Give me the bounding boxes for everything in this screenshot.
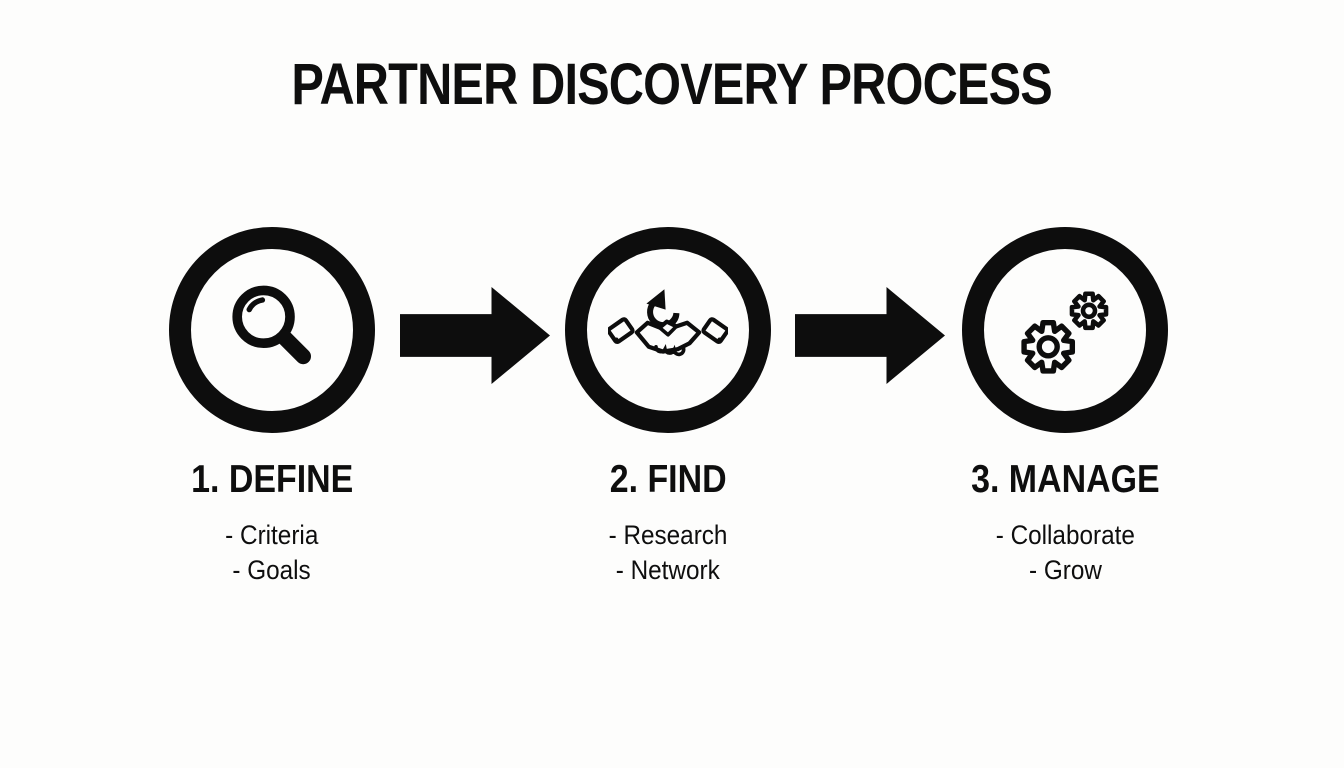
- gears-icon: [1021, 291, 1109, 374]
- bullet-item: - Grow: [1028, 554, 1102, 585]
- bullet-item: - Collaborate: [995, 519, 1135, 550]
- step-find-label: 2. FIND: [609, 458, 727, 501]
- page-title: PARTNER DISCOVERY PROCESS: [0, 56, 1344, 114]
- page-title-text: PARTNER DISCOVERY PROCESS: [291, 52, 1053, 117]
- bullet-item: - Network: [616, 554, 720, 585]
- bullet-item: - Goals: [232, 554, 312, 585]
- step-find-bullets: - Research - Network: [518, 518, 818, 588]
- step-find-circle: [565, 227, 771, 433]
- magnifier-icon: [232, 285, 311, 365]
- bullet-item: - Criteria: [225, 519, 319, 550]
- step-find: 2. FIND - Research - Network: [518, 227, 818, 588]
- step-manage-circle: [962, 227, 1168, 433]
- step-define-circle: [169, 227, 375, 433]
- step-define: 1. DEFINE - Criteria - Goals: [122, 227, 422, 588]
- step-manage-bullets: - Collaborate - Grow: [915, 518, 1215, 588]
- handshake-loop-arrow-icon: [608, 289, 728, 357]
- step-manage: 3. MANAGE - Collaborate - Grow: [915, 227, 1215, 588]
- step-define-label: 1. DEFINE: [190, 458, 354, 501]
- bullet-item: - Research: [608, 519, 728, 550]
- step-define-bullets: - Criteria - Goals: [122, 518, 422, 588]
- step-manage-label: 3. MANAGE: [970, 458, 1160, 501]
